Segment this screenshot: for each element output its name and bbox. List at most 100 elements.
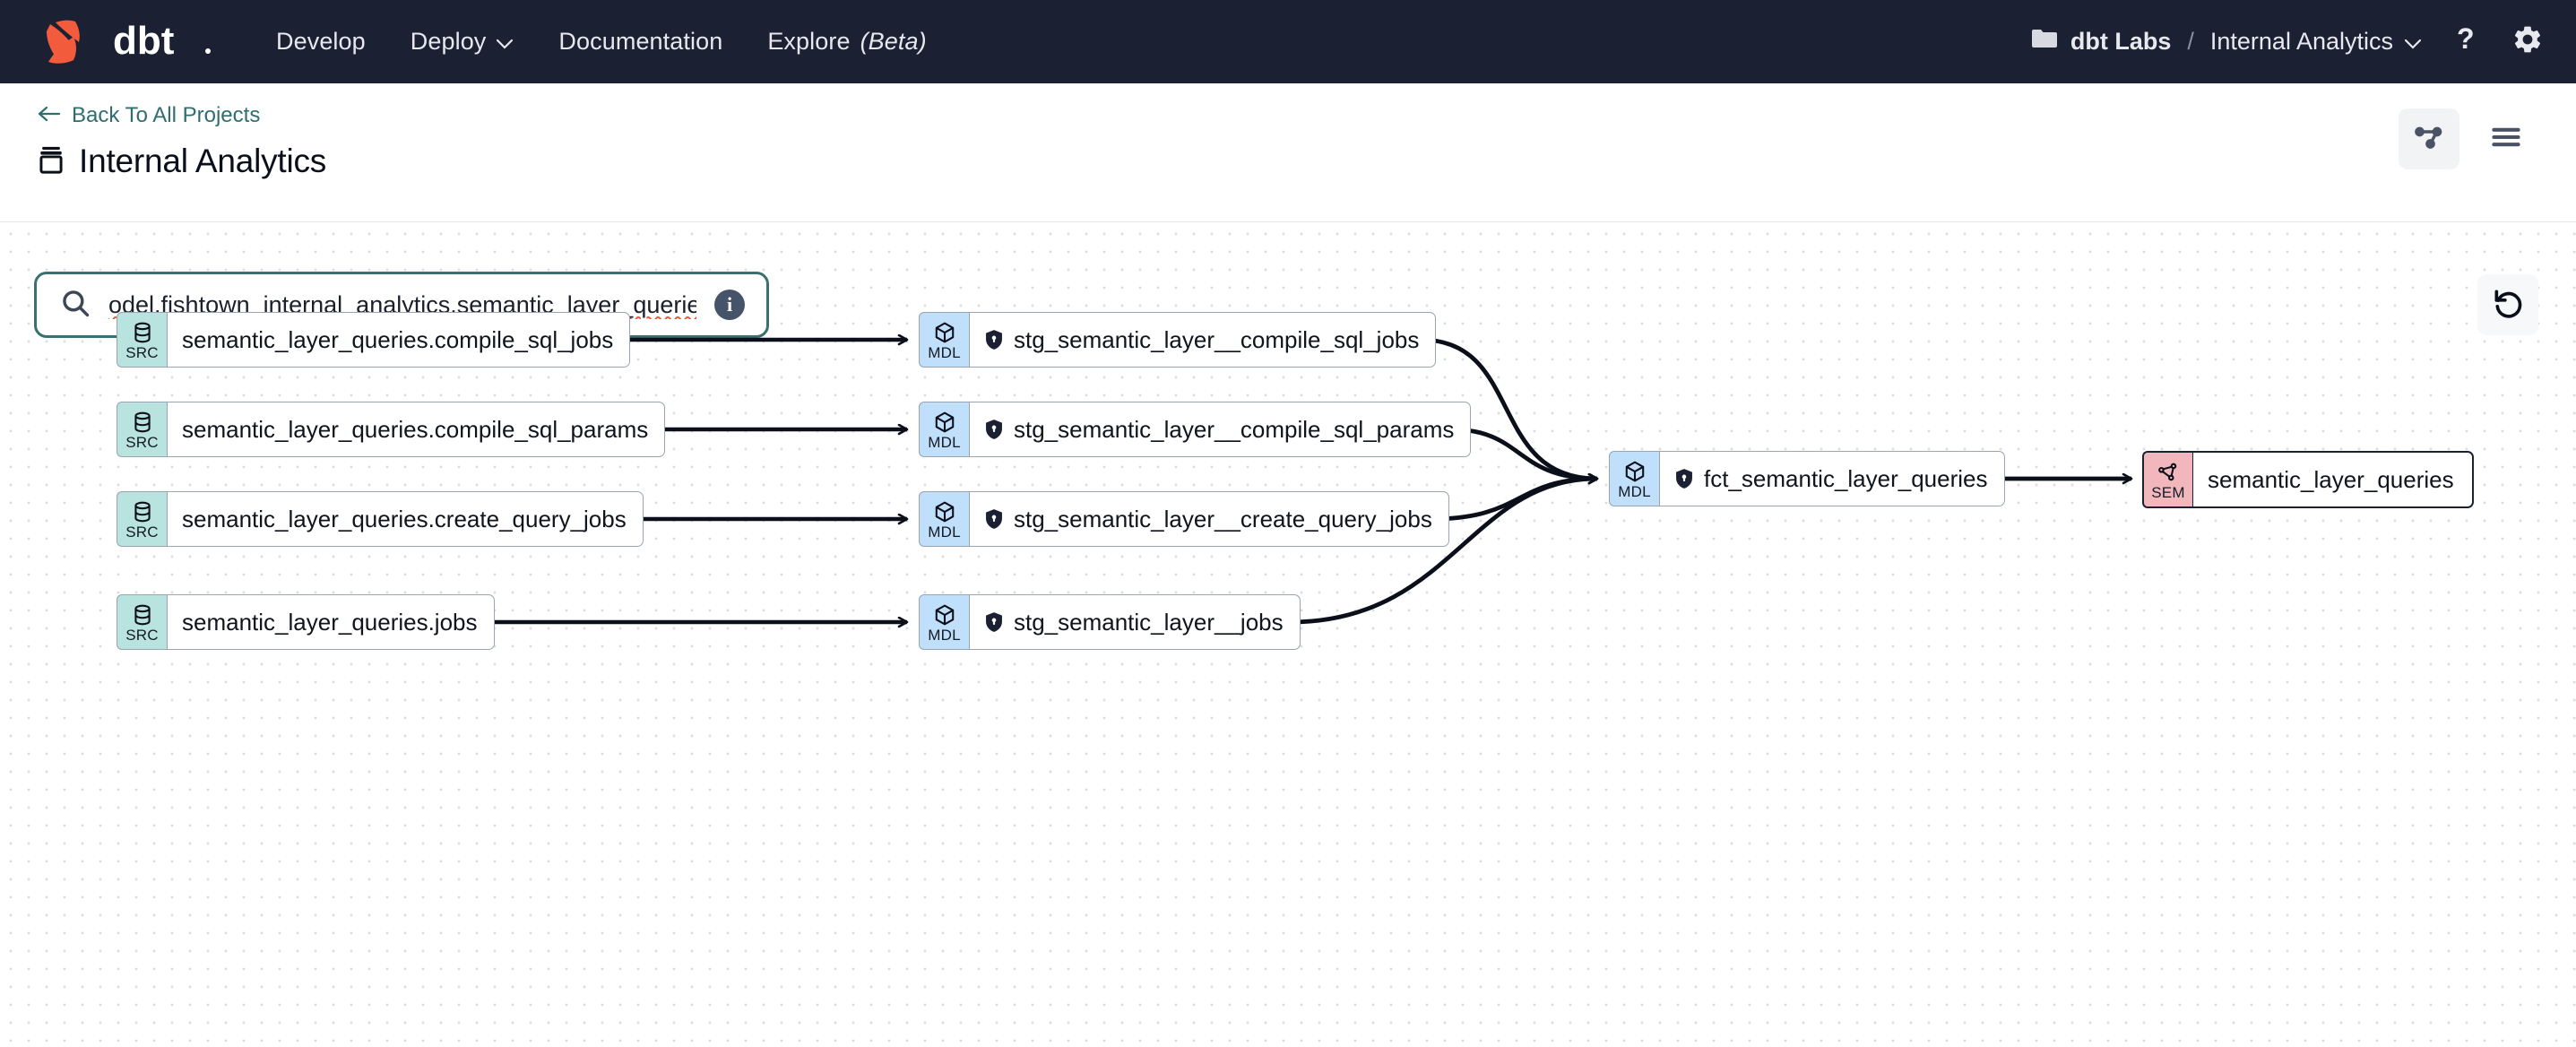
node-label: stg_semantic_layer__create_query_jobs xyxy=(1014,505,1432,532)
graph-nodes-icon xyxy=(2413,121,2445,158)
node-type-badge-src: SRC xyxy=(117,491,167,547)
node-type-badge-sem: SEM xyxy=(2142,451,2192,508)
help-button[interactable]: ? xyxy=(2452,22,2481,60)
node-type-badge-mdl: MDL xyxy=(919,402,969,457)
cube-icon xyxy=(933,321,956,344)
node-label: semantic_layer_queries.compile_sql_param… xyxy=(182,415,649,443)
reset-arrow-icon xyxy=(2491,286,2525,324)
nav-explore-label: Explore xyxy=(767,28,851,55)
cube-icon xyxy=(933,411,956,434)
node-type-code: MDL xyxy=(928,344,961,361)
node-body: stg_semantic_layer__jobs xyxy=(969,594,1301,650)
node-body: semantic_layer_queries.create_query_jobs xyxy=(167,491,644,547)
breadcrumb: dbt Labs / Internal Analytics xyxy=(2031,28,2422,56)
lineage-node-sem-semantic-layer-queries[interactable]: SEM semantic_layer_queries xyxy=(2142,451,2474,508)
shield-private-icon xyxy=(984,419,1004,440)
search-icon xyxy=(60,288,91,323)
nav-develop-label: Develop xyxy=(276,28,366,55)
nav-documentation-label: Documentation xyxy=(558,28,723,55)
info-circle-icon[interactable]: i xyxy=(714,290,745,320)
nav-deploy[interactable]: Deploy xyxy=(411,28,514,56)
nav-explore-beta-tag: (Beta) xyxy=(860,28,927,55)
lineage-graph-view-button[interactable] xyxy=(2399,108,2459,169)
node-type-code: MDL xyxy=(928,434,961,451)
database-cylinder-icon xyxy=(131,500,154,524)
question-mark-icon: ? xyxy=(2452,22,2481,60)
node-body: stg_semantic_layer__compile_sql_params xyxy=(969,402,1472,457)
lineage-node-src-jobs[interactable]: SRC semantic_layer_queries.jobs xyxy=(117,594,495,650)
nav-documentation[interactable]: Documentation xyxy=(558,28,722,56)
node-type-code: MDL xyxy=(928,627,961,644)
node-label: stg_semantic_layer__jobs xyxy=(1014,608,1284,636)
breadcrumb-project-selector[interactable]: Internal Analytics xyxy=(2210,28,2422,56)
shield-private-icon xyxy=(984,508,1004,530)
database-cylinder-icon xyxy=(131,321,154,344)
back-to-all-projects-label: Back To All Projects xyxy=(72,103,261,127)
node-body: semantic_layer_queries.compile_sql_jobs xyxy=(167,312,631,368)
node-type-code: SEM xyxy=(2151,484,2185,501)
top-navigation-bar: dbt Develop Deploy Documentation Explore… xyxy=(0,0,2576,83)
page-title: Internal Analytics xyxy=(79,143,327,179)
hamburger-list-icon xyxy=(2490,124,2522,155)
breadcrumb-project-label: Internal Analytics xyxy=(2209,28,2393,55)
reset-view-button[interactable] xyxy=(2477,274,2538,335)
node-label: semantic_layer_queries.create_query_jobs xyxy=(182,505,627,532)
nav-develop[interactable]: Develop xyxy=(276,28,366,56)
dbt-wordmark: dbt xyxy=(113,22,219,63)
cube-icon xyxy=(1623,460,1647,483)
gear-icon xyxy=(2511,23,2544,60)
nav-deploy-label: Deploy xyxy=(410,28,487,55)
node-type-badge-mdl: MDL xyxy=(919,491,969,547)
chevron-down-icon xyxy=(2404,28,2422,56)
node-body: fct_semantic_layer_queries xyxy=(1659,451,2005,506)
node-type-badge-src: SRC xyxy=(117,402,167,457)
lineage-node-src-compile-sql-jobs[interactable]: SRC semantic_layer_queries.compile_sql_j… xyxy=(117,312,631,368)
node-body: semantic_layer_queries.compile_sql_param… xyxy=(167,402,666,457)
primary-nav-links: Develop Deploy Documentation Explore (Be… xyxy=(276,28,927,56)
chevron-down-icon xyxy=(496,28,514,56)
node-type-code: MDL xyxy=(1618,483,1651,500)
breadcrumb-org[interactable]: dbt Labs xyxy=(2070,28,2172,55)
lineage-nodes: SRC semantic_layer_queries.compile_sql_j… xyxy=(0,222,2576,1047)
node-label: semantic_layer_queries xyxy=(2208,465,2454,493)
node-label: semantic_layer_queries.compile_sql_jobs xyxy=(182,325,614,353)
node-body: stg_semantic_layer__create_query_jobs xyxy=(969,491,1449,547)
dbt-logo-icon xyxy=(41,19,113,65)
lineage-node-mdl-stg-compile-sql-params[interactable]: MDL stg_semantic_layer__compile_sql_para… xyxy=(919,402,1472,457)
back-to-all-projects-link[interactable]: Back To All Projects xyxy=(38,103,260,128)
nav-explore[interactable]: Explore (Beta) xyxy=(767,28,926,56)
lineage-node-src-compile-sql-params[interactable]: SRC semantic_layer_queries.compile_sql_p… xyxy=(117,402,666,457)
nav-right-cluster: dbt Labs / Internal Analytics ? xyxy=(2031,22,2544,60)
list-view-button[interactable] xyxy=(2476,108,2537,169)
node-label: stg_semantic_layer__compile_sql_jobs xyxy=(1014,325,1420,353)
node-type-code: SRC xyxy=(125,434,159,451)
node-type-code: MDL xyxy=(928,524,961,541)
database-cylinder-icon xyxy=(131,603,154,627)
lineage-node-mdl-stg-jobs[interactable]: MDL stg_semantic_layer__jobs xyxy=(919,594,1301,650)
node-label: stg_semantic_layer__compile_sql_params xyxy=(1014,415,1455,443)
node-label: semantic_layer_queries.jobs xyxy=(182,608,478,636)
node-type-badge-src: SRC xyxy=(117,594,167,650)
shield-private-icon xyxy=(1674,468,1694,489)
node-type-badge-mdl: MDL xyxy=(919,312,969,368)
node-type-badge-src: SRC xyxy=(117,312,167,368)
lineage-node-mdl-fct-semantic-layer-queries[interactable]: MDL fct_semantic_layer_queries xyxy=(1609,451,2005,506)
lineage-canvas[interactable]: odel.fishtown_internal_analytics.semanti… xyxy=(0,222,2576,1047)
page-title-row: Internal Analytics xyxy=(38,143,2540,180)
settings-button[interactable] xyxy=(2511,23,2544,60)
semantic-nodes-icon xyxy=(2157,461,2180,484)
svg-text:?: ? xyxy=(2457,23,2475,55)
cube-icon xyxy=(933,603,956,627)
node-body: semantic_layer_queries xyxy=(2192,451,2474,508)
dbt-logo[interactable]: dbt xyxy=(41,19,219,65)
node-body: stg_semantic_layer__compile_sql_jobs xyxy=(969,312,1437,368)
lineage-node-mdl-stg-create-query-jobs[interactable]: MDL stg_semantic_layer__create_query_job… xyxy=(919,491,1449,547)
node-label: fct_semantic_layer_queries xyxy=(1704,464,1988,492)
lineage-node-mdl-stg-compile-sql-jobs[interactable]: MDL stg_semantic_layer__compile_sql_jobs xyxy=(919,312,1437,368)
lineage-node-src-create-query-jobs[interactable]: SRC semantic_layer_queries.create_query_… xyxy=(117,491,644,547)
breadcrumb-separator: / xyxy=(2187,28,2194,55)
arrow-left-icon xyxy=(38,103,61,128)
project-subheader: Back To All Projects Internal Analytics xyxy=(0,83,2576,222)
node-type-code: SRC xyxy=(125,627,159,644)
folder-icon xyxy=(2031,28,2058,56)
